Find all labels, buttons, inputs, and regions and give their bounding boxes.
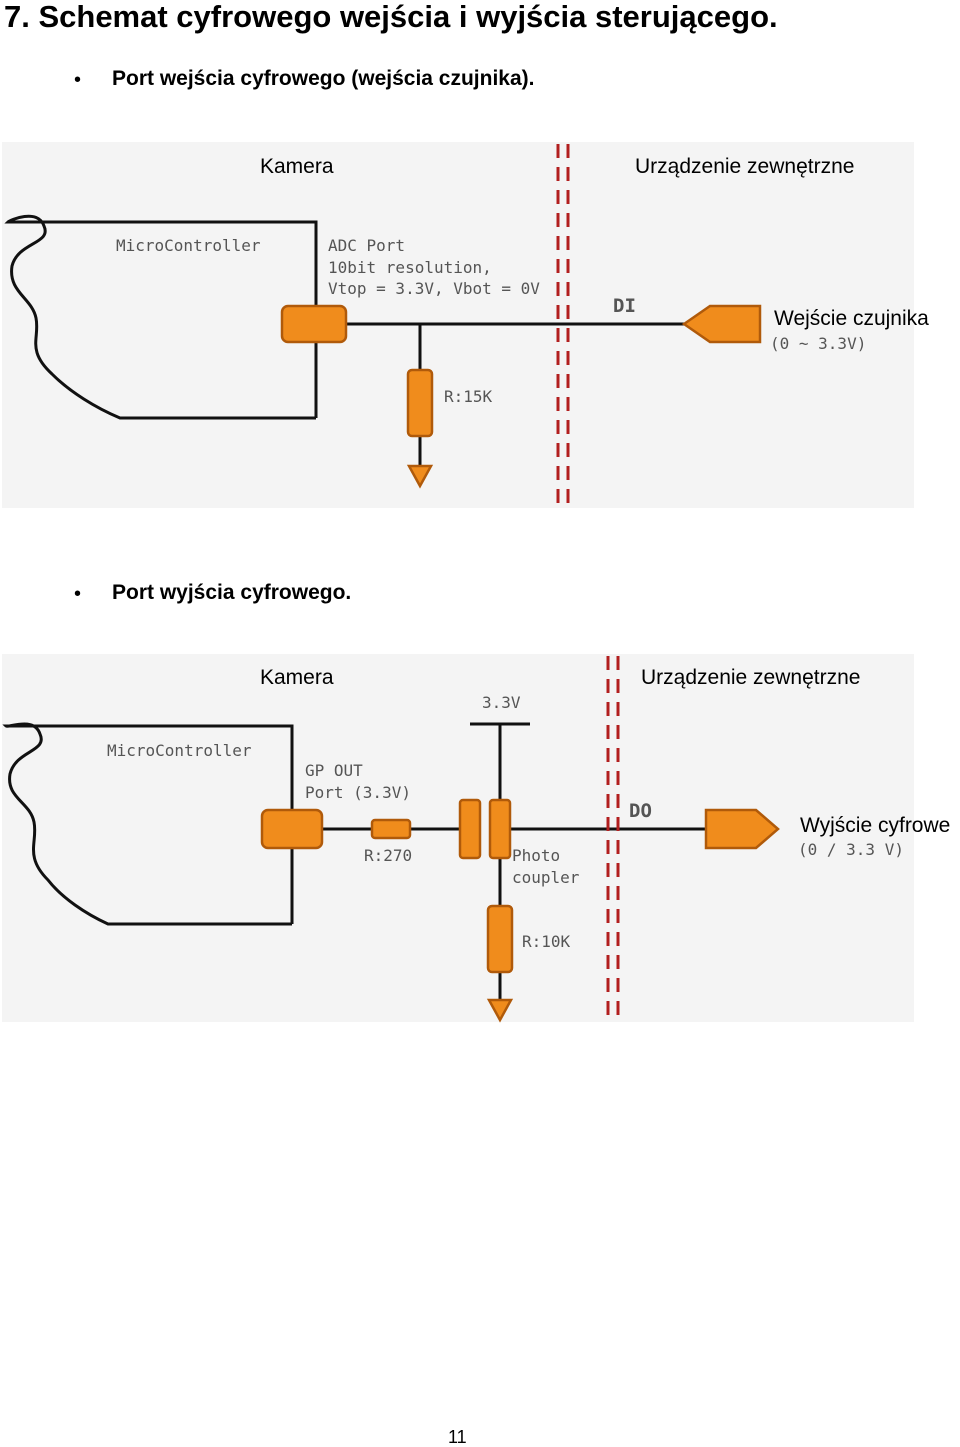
digital-output-diagram: Kamera Urządzenie zewnętrzne MicroContro…: [0, 652, 960, 1027]
gpout-port-pad: [260, 808, 324, 850]
side-label-camera: Kamera: [260, 155, 334, 178]
photo-coupler-label: coupler: [512, 868, 580, 887]
page-number: 11: [448, 1427, 467, 1447]
port-description-line: 10bit resolution,: [328, 258, 492, 277]
side-label-external-device: Urządzenie zewnętrzne: [635, 155, 854, 178]
microcontroller-outline: [2, 722, 294, 926]
port-description-line: GP OUT: [305, 761, 363, 780]
digital-output-connector-icon: [704, 808, 780, 850]
supply-voltage-label: 3.3V: [482, 693, 521, 712]
resistor-label: R:10K: [522, 932, 571, 951]
port-description-line: Port (3.3V): [305, 783, 411, 802]
port-description-line: Vtop = 3.3V, Vbot = 0V: [328, 279, 540, 298]
resistor-label: R:15K: [444, 387, 493, 406]
signal-label-di: DI: [613, 295, 636, 317]
photo-coupler-right-half: [488, 798, 512, 860]
resistor-10k: [486, 904, 514, 974]
signal-label-do: DO: [629, 800, 652, 822]
side-label-camera: Kamera: [260, 666, 334, 689]
resistor-15k: [406, 368, 434, 438]
resistor-270: [370, 818, 412, 840]
section-heading: 7. Schemat cyfrowego wejścia i wyjścia s…: [4, 0, 778, 34]
bullet-text: Port wejścia cyfrowego (wejścia czujnika…: [112, 67, 535, 90]
connector-label: Wyjście cyfrowe: [800, 814, 950, 837]
photo-coupler-left-half: [458, 798, 482, 860]
resistor-label: R:270: [364, 846, 412, 865]
ground-icon: [486, 998, 514, 1023]
microcontroller-label: MicroController: [107, 741, 252, 760]
adc-port-pad: [280, 304, 348, 344]
ground-icon: [406, 464, 434, 489]
connector-label: Wejście czujnika: [774, 307, 929, 330]
photo-coupler-label: Photo: [512, 846, 560, 865]
sensor-input-connector-icon: [681, 304, 762, 344]
port-description-line: ADC Port: [328, 236, 405, 255]
digital-input-diagram: Kamera Urządzenie zewnętrzne MicroContro…: [0, 140, 960, 510]
microcontroller-label: MicroController: [116, 236, 261, 255]
voltage-range-label: (0 ~ 3.3V): [770, 334, 866, 353]
microcontroller-outline: [4, 214, 318, 420]
side-label-external-device: Urządzenie zewnętrzne: [641, 666, 860, 689]
bullet-icon: •: [74, 583, 82, 605]
bullet-icon: •: [74, 69, 82, 91]
voltage-range-label: (0 / 3.3 V): [798, 840, 904, 859]
bullet-text: Port wyjścia cyfrowego.: [112, 581, 352, 604]
